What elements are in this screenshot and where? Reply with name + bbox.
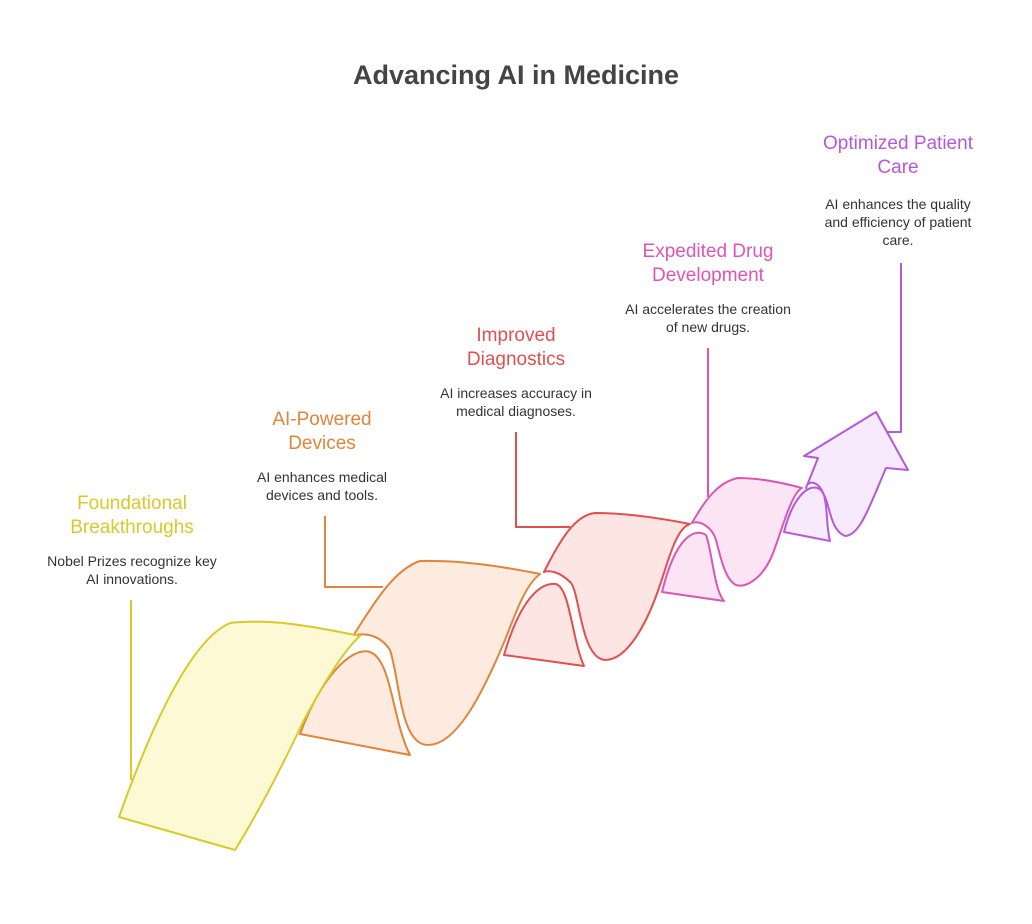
stage-3-description: AI increases accuracy in medical diagnos… <box>440 385 592 419</box>
stage-2-ribbon <box>352 559 541 746</box>
stage-2-connector <box>324 516 383 588</box>
stage-2-description: AI enhances medical devices and tools. <box>257 469 387 503</box>
stage-4-fold <box>661 531 725 602</box>
stage-2-title: AI-Powered Devices <box>272 409 372 454</box>
stage-1-title: Foundational Breakthroughs <box>70 493 194 538</box>
stage-1-shape <box>118 600 361 851</box>
stage-4-title: Expedited Drug Development <box>642 241 774 286</box>
stage-3-fold <box>503 582 585 667</box>
stage-3-title: Improved Diagnostics <box>466 325 566 370</box>
stage-5-shape <box>783 263 909 542</box>
stage-5-title: Optimized Patient Care <box>823 133 973 178</box>
stage-3-ribbon <box>543 512 691 661</box>
stage-4-shape <box>661 348 803 602</box>
stage-3-connector <box>515 432 570 528</box>
stage-4-ribbon <box>691 477 803 587</box>
stage-1-ribbon <box>118 620 361 851</box>
stage-4-description: AI accelerates the creation of new drugs… <box>625 301 791 335</box>
page-title: Advancing AI in Medicine <box>352 60 680 90</box>
stage-5-arrow <box>803 411 909 537</box>
stage-5-connector <box>886 263 902 433</box>
stage-3-shape <box>503 432 691 667</box>
stage-5-description: AI enhances the quality and efficiency o… <box>824 196 972 248</box>
stage-1-description: Nobel Prizes recognize key AI innovation… <box>47 553 217 587</box>
